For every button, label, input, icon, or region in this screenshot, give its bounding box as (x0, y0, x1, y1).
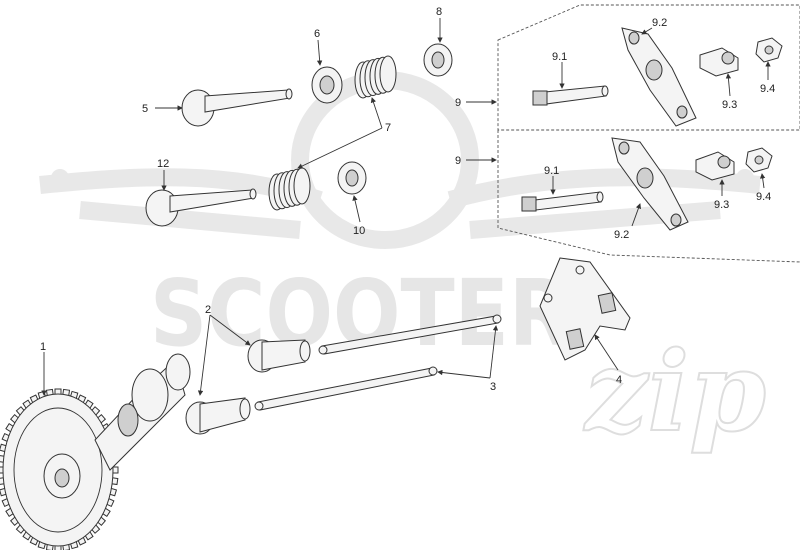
label-8: 8 (436, 6, 442, 18)
label-9-3-upper: 9.3 (722, 99, 737, 111)
label-3: 3 (490, 381, 496, 393)
rocker-nut-lower[interactable] (745, 147, 773, 173)
watermark-brand: SCOOTER (150, 260, 570, 367)
label-2: 2 (205, 304, 211, 316)
label-4: 4 (616, 374, 622, 386)
camshaft-gear[interactable] (0, 353, 191, 550)
label-9-upper: 9 (455, 97, 461, 109)
valve-spring-upper[interactable] (354, 55, 397, 99)
label-9-4-lower: 9.4 (756, 191, 771, 203)
rocker-arm-upper[interactable] (621, 27, 697, 127)
label-9-1-upper: 9.1 (552, 51, 567, 63)
label-9-lower: 9 (455, 155, 461, 167)
leader-lines (41, 18, 771, 396)
rocker-arm-group-box (497, 4, 800, 263)
label-9-3-lower: 9.3 (714, 199, 729, 211)
watermark-script: zip (583, 327, 766, 456)
label-9-1-lower: 9.1 (544, 165, 559, 177)
label-12: 12 (157, 158, 169, 170)
label-10: 10 (353, 225, 365, 237)
tappet-lower[interactable] (185, 397, 251, 435)
push-rod-lower[interactable] (254, 366, 438, 411)
valve-spring-lower[interactable] (268, 167, 311, 211)
label-9-2-lower: 9.2 (614, 229, 629, 241)
rocker-arm-lower[interactable] (611, 137, 689, 231)
valve-spring-seat[interactable] (311, 66, 343, 104)
push-rod-upper[interactable] (318, 314, 502, 355)
label-9-2-upper: 9.2 (652, 17, 667, 29)
tappet-upper[interactable] (247, 339, 311, 373)
rocker-adjuster-upper[interactable] (699, 47, 739, 77)
push-rod-guide-plate[interactable] (539, 257, 631, 361)
label-5: 5 (142, 103, 148, 115)
label-7: 7 (385, 122, 391, 134)
watermark-dot-left (51, 169, 69, 187)
rocker-shaft-upper[interactable] (532, 85, 609, 106)
rocker-nut-upper[interactable] (755, 37, 783, 63)
valve-lower[interactable] (145, 188, 257, 227)
label-9-4-upper: 9.4 (760, 83, 775, 95)
valve-upper[interactable] (181, 88, 293, 127)
callout-labels: 1 2 3 4 5 6 7 8 9 9 9.1 9.2 9.3 9.4 9.1 … (40, 6, 775, 393)
label-6: 6 (314, 28, 320, 40)
valve-retainer-lower[interactable] (337, 161, 367, 195)
watermark-dot-right (736, 169, 754, 187)
rocker-adjuster-lower[interactable] (695, 151, 735, 181)
rocker-shaft-lower[interactable] (521, 191, 604, 212)
valve-retainer-upper[interactable] (423, 43, 453, 77)
label-1: 1 (40, 341, 46, 353)
